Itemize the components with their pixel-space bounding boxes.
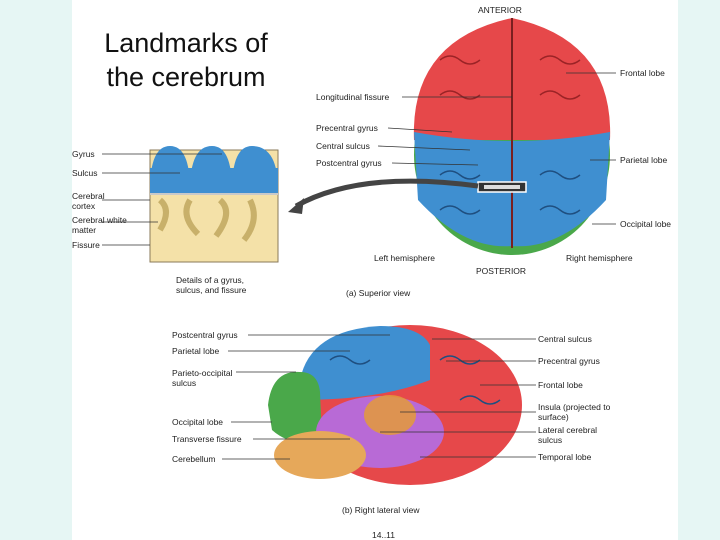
figure-number: 14..11 [372, 530, 396, 540]
posterior-label: POSTERIOR [476, 266, 527, 276]
label-occipital-lobe-lateral: Occipital lobe [172, 417, 224, 427]
label-postcentral-gyrus-lateral: Postcentral gyrus [172, 330, 238, 340]
label-lateral-cerebral-sulcus: Lateral cerebral sulcus [538, 425, 598, 445]
superior-view-caption: (a) Superior view [346, 288, 411, 298]
label-central-sulcus-superior: Central sulcus [316, 141, 370, 151]
label-precentral-gyrus-lateral: Precentral gyrus [538, 356, 600, 366]
right-hemisphere-label: Right hemisphere [566, 253, 633, 263]
leader-lines [102, 72, 616, 460]
left-hemisphere-label: Left hemisphere [374, 253, 435, 263]
gyrus-detail-block [149, 146, 279, 263]
label-insula: Insula (projected to surface) [538, 402, 611, 422]
slide-title: Landmarks of the cerebrum [104, 28, 268, 92]
label-transverse-fissure: Transverse fissure [172, 434, 242, 444]
label-parieto-occipital-sulcus: Parieto-occipital sulcus [172, 368, 233, 388]
label-postcentral-gyrus-superior: Postcentral gyrus [316, 158, 382, 168]
label-occipital-lobe-superior: Occipital lobe [620, 219, 672, 229]
label-sulcus: Sulcus [72, 168, 98, 178]
superior-view-brain [413, 18, 611, 255]
label-frontal-lobe-lateral: Frontal lobe [538, 380, 583, 390]
label-frontal-lobe-superior: Frontal lobe [620, 68, 665, 78]
label-fissure: Fissure [72, 240, 100, 250]
lateral-view-brain [268, 325, 522, 485]
label-cerebellum: Cerebellum [172, 454, 216, 464]
label-temporal-lobe: Temporal lobe [538, 452, 592, 462]
label-parietal-lobe-lateral: Parietal lobe [172, 346, 220, 356]
label-longitudinal-fissure: Longitudinal fissure [316, 92, 390, 102]
label-cerebral-cortex: Cerebral cortex [72, 191, 105, 211]
detail-arrow [294, 178, 479, 209]
detail-caption: Details of a gyrus, sulcus, and fissure [176, 275, 247, 295]
lateral-view-caption: (b) Right lateral view [342, 505, 420, 515]
label-cerebral-white-matter: Cerebral white matter [72, 215, 127, 235]
label-precentral-gyrus-superior: Precentral gyrus [316, 123, 378, 133]
label-parietal-lobe-superior: Parietal lobe [620, 155, 668, 165]
anterior-label: ANTERIOR [478, 5, 522, 15]
label-central-sulcus-lateral: Central sulcus [538, 334, 592, 344]
label-gyrus: Gyrus [72, 149, 95, 159]
